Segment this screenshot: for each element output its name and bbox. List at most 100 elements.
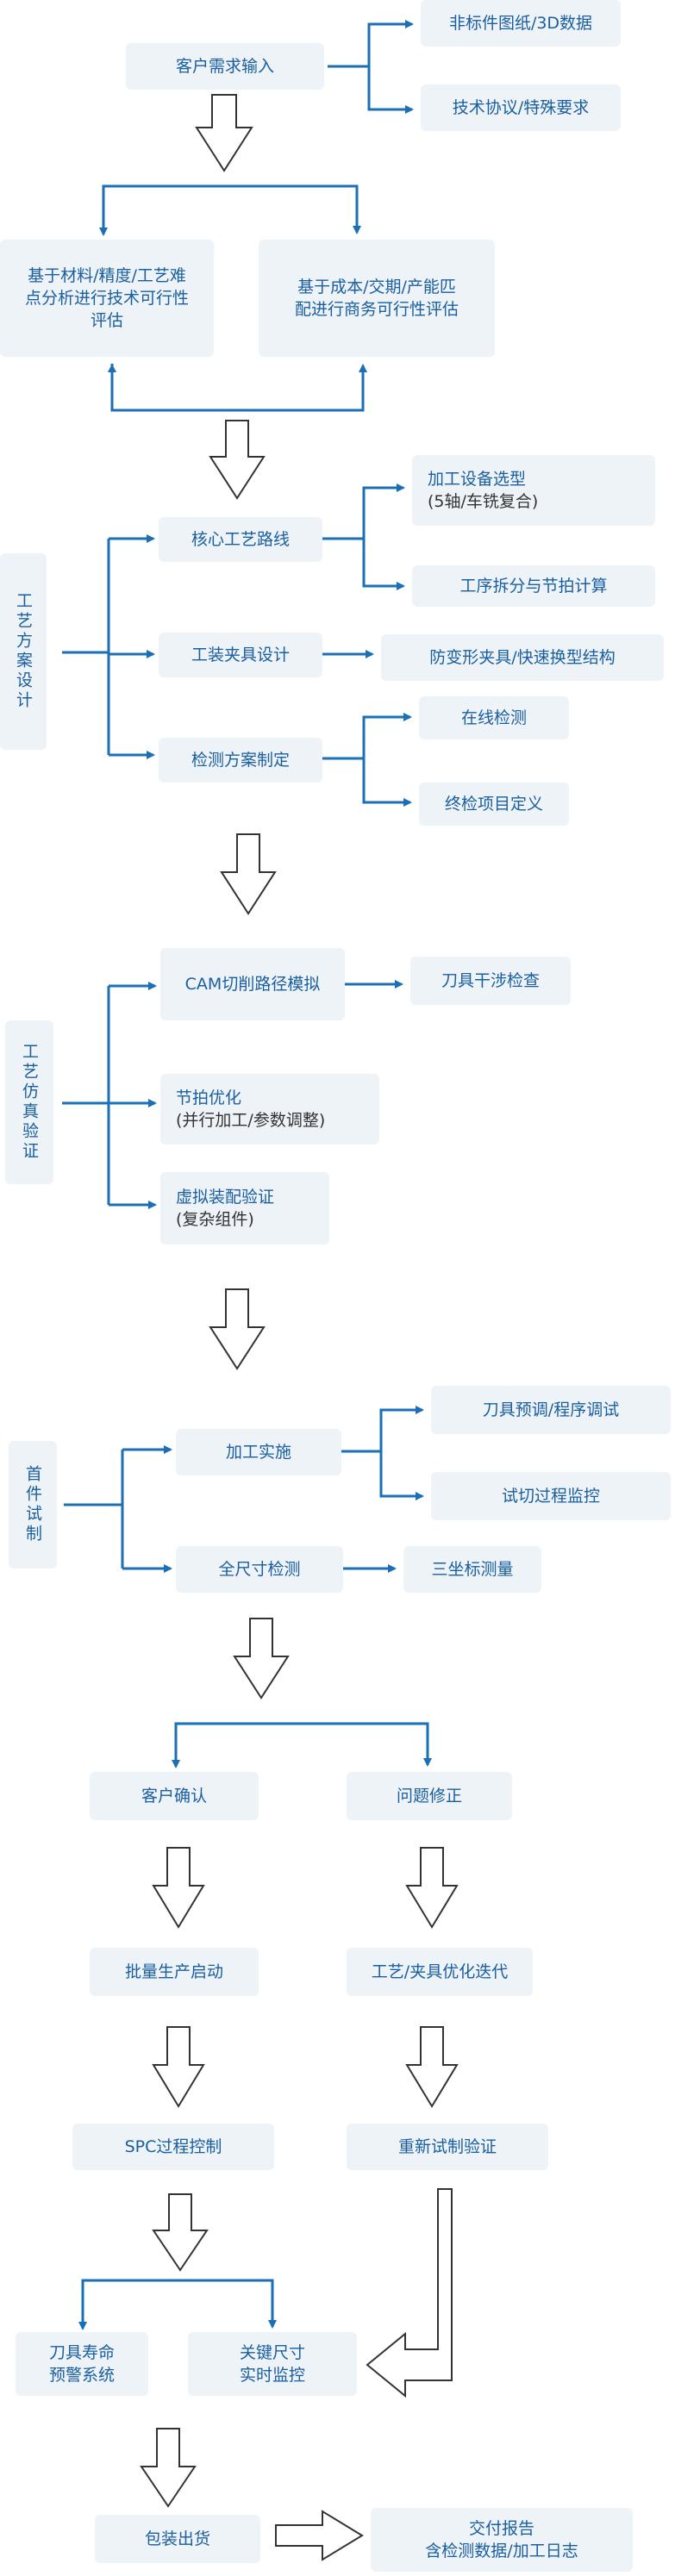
- node-label: 关键尺寸 实时监控: [239, 2343, 305, 2385]
- phase-label-process-design: 工艺方案设计: [0, 553, 47, 750]
- node-label: 刀具寿命 预警系统: [48, 2343, 115, 2385]
- node-label: 全尺寸检测: [218, 1560, 301, 1579]
- node-label: 试切过程监控: [501, 1487, 600, 1506]
- node-subtitle: (并行加工/参数调整): [176, 1111, 326, 1130]
- connector: [362, 758, 412, 807]
- node-label: 工装夹具设计: [191, 646, 290, 664]
- node-label: 非标件图纸/3D数据: [448, 14, 593, 33]
- phase-label: 工艺方案设计: [14, 592, 33, 711]
- node-label: 技术协议/特殊要求: [452, 98, 590, 117]
- down-arrow: [405, 2026, 459, 2108]
- node-label: 重新试制验证: [397, 2137, 497, 2156]
- node-title: 虚拟装配验证: [176, 1188, 275, 1207]
- re-trial-verification: 重新试制验证: [347, 2124, 548, 2170]
- right-arrow: [275, 2510, 364, 2561]
- trial-cut-monitoring: 试切过程监控: [431, 1472, 671, 1520]
- equipment-selection: 加工设备选型 (5轴/车铣复合): [412, 455, 655, 526]
- nonstandard-drawings: 非标件图纸/3D数据: [421, 0, 621, 47]
- node-label: 包装出货: [144, 2529, 210, 2548]
- mass-production-start: 批量生产启动: [90, 1948, 259, 1996]
- fixture-design: 工装夹具设计: [159, 633, 322, 677]
- connector: [110, 364, 367, 412]
- customer-requirement-input: 客户需求输入: [126, 43, 324, 90]
- node-label: 终检项目定义: [444, 795, 543, 814]
- technical-agreement: 技术协议/特殊要求: [421, 84, 621, 131]
- down-arrow: [405, 1847, 459, 1929]
- node-label: 核心工艺路线: [191, 530, 290, 549]
- down-arrow: [195, 94, 253, 172]
- phase-label: 首件试制: [23, 1465, 42, 1544]
- cam-path-simulation: CAM切削路径模拟: [160, 948, 345, 1020]
- down-arrow: [152, 1847, 205, 1929]
- business-feasibility: 基于成本/交期/产能匹 配进行商务可行性评估: [259, 240, 495, 357]
- cycle-optimization: 节拍优化 (并行加工/参数调整): [160, 1074, 379, 1145]
- packing-shipment: 包装出货: [95, 2515, 260, 2563]
- connector: [362, 539, 405, 590]
- return-arrow: [366, 2188, 453, 2398]
- phase-label-first-trial: 首件试制: [9, 1441, 57, 1569]
- connector: [322, 713, 412, 760]
- tool-interference-check: 刀具干涉检查: [410, 957, 571, 1005]
- node-label: 加工设备选型 (5轴/车铣复合): [428, 468, 538, 513]
- node-label: 工艺/夹具优化迭代: [371, 1962, 509, 1981]
- node-label: 客户确认: [141, 1787, 207, 1806]
- machining-execution: 加工实施: [176, 1429, 341, 1475]
- down-arrow: [220, 833, 277, 915]
- core-process-route: 核心工艺路线: [159, 517, 322, 562]
- delivery-report: 交付报告 含检测数据/加工日志: [371, 2508, 633, 2572]
- full-dimension-inspection: 全尺寸检测: [176, 1546, 343, 1593]
- connector: [322, 483, 405, 540]
- node-subtitle: (复杂组件): [176, 1210, 254, 1229]
- connector: [341, 1406, 424, 1453]
- node-label: 节拍优化 (并行加工/参数调整): [176, 1087, 325, 1132]
- tool-life-warning: 刀具寿命 预警系统: [16, 2332, 148, 2396]
- node-label: 防变形夹具/快速换型结构: [429, 648, 616, 667]
- node-label: SPC过程控制: [124, 2137, 222, 2156]
- node-label: CAM切削路径模拟: [184, 975, 321, 994]
- connector: [81, 2279, 277, 2329]
- customer-confirmation: 客户确认: [90, 1772, 259, 1820]
- final-inspection-items: 终检项目定义: [419, 783, 569, 826]
- node-label: 检测方案制定: [191, 751, 290, 770]
- connector: [367, 66, 414, 114]
- down-arrow: [140, 2428, 197, 2508]
- tool-preset-program-debug: 刀具预调/程序调试: [431, 1386, 671, 1434]
- node-label: 在线检测: [460, 708, 527, 727]
- node-label: 刀具预调/程序调试: [482, 1400, 620, 1419]
- node-label: 虚拟装配验证 (复杂组件): [176, 1186, 274, 1231]
- down-arrow: [209, 1288, 266, 1370]
- node-subtitle: (5轴/车铣复合): [428, 492, 539, 511]
- inspection-plan: 检测方案制定: [159, 738, 322, 783]
- key-dimension-monitoring: 关键尺寸 实时监控: [188, 2332, 357, 2396]
- cmm-measurement: 三坐标测量: [403, 1546, 541, 1593]
- virtual-assembly: 虚拟装配验证 (复杂组件): [160, 1172, 329, 1244]
- spc-process-control: SPC过程控制: [72, 2124, 274, 2170]
- node-label: 批量生产启动: [124, 1962, 223, 1981]
- connector: [379, 1451, 424, 1500]
- node-label: 基于材料/精度/工艺难 点分析进行技术可行性 评估: [24, 266, 189, 330]
- connector: [174, 1722, 432, 1767]
- down-arrow: [233, 1618, 290, 1700]
- phase-label: 工艺仿真验证: [20, 1043, 39, 1162]
- node-label: 工序拆分与节拍计算: [459, 577, 608, 596]
- connector: [102, 184, 361, 234]
- down-arrow: [209, 420, 266, 500]
- issue-correction: 问题修正: [347, 1772, 512, 1820]
- node-label: 刀具干涉检查: [441, 971, 540, 990]
- down-arrow: [152, 2026, 205, 2108]
- node-label: 问题修正: [396, 1787, 462, 1806]
- node-label: 客户需求输入: [175, 57, 274, 76]
- connector: [328, 20, 414, 68]
- node-label: 加工实施: [225, 1443, 291, 1462]
- node-title: 加工设备选型: [428, 470, 527, 489]
- anti-deformation-fixture: 防变形夹具/快速换型结构: [381, 634, 664, 681]
- process-step-breakdown: 工序拆分与节拍计算: [412, 565, 655, 607]
- down-arrow: [152, 2193, 209, 2272]
- node-label: 交付报告 含检测数据/加工日志: [425, 2519, 578, 2560]
- node-title: 节拍优化: [176, 1088, 242, 1107]
- online-inspection: 在线检测: [419, 696, 569, 739]
- phase-label-simulation: 工艺仿真验证: [5, 1020, 53, 1184]
- node-label: 三坐标测量: [431, 1560, 514, 1579]
